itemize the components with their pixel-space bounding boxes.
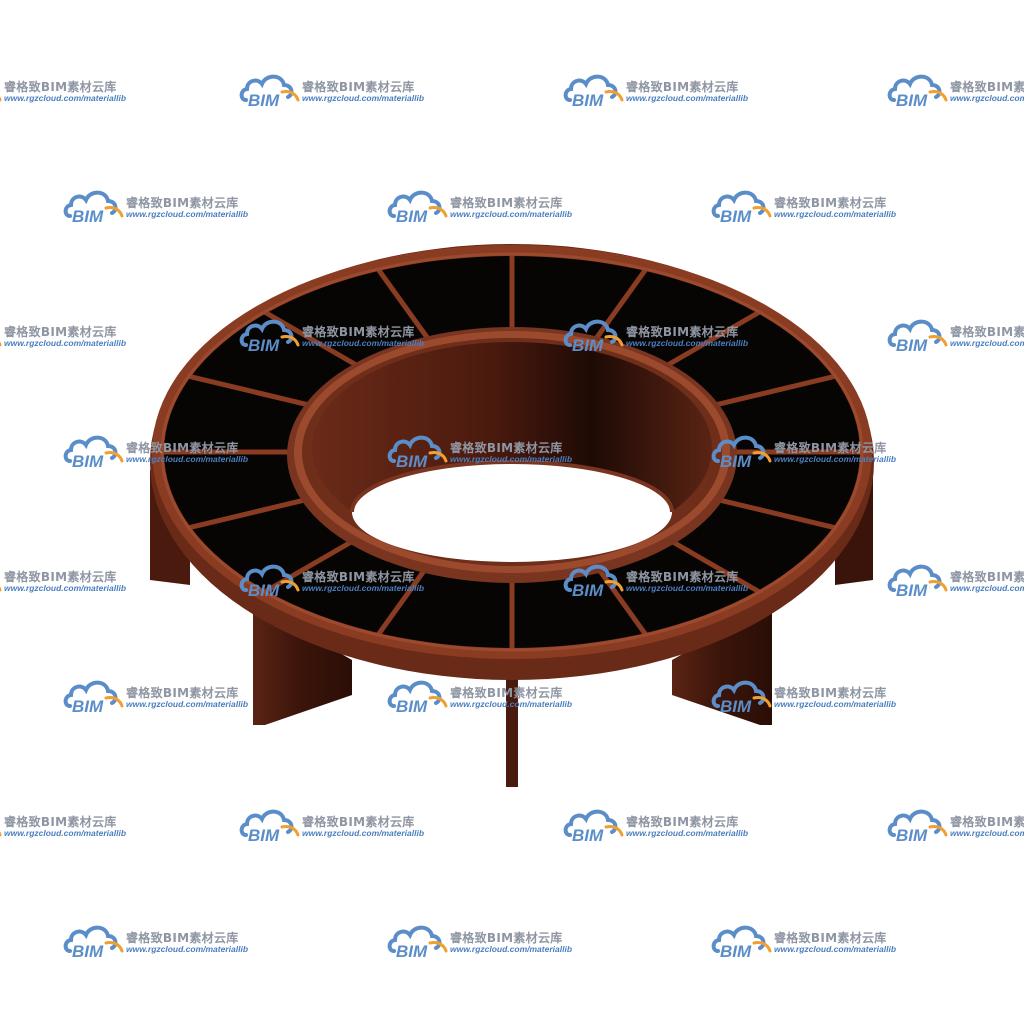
radial-beam	[376, 267, 432, 343]
radial-beam	[376, 561, 432, 637]
radial-beam	[188, 495, 314, 531]
radial-beam	[188, 373, 314, 409]
ring-platform	[150, 244, 874, 680]
radial-beam	[662, 309, 761, 370]
radial-beam	[710, 495, 836, 531]
radial-beam	[662, 534, 761, 595]
radial-beam	[710, 373, 836, 409]
leg-front-left	[253, 610, 352, 725]
center-opening	[352, 462, 672, 562]
leg-front-center	[506, 650, 518, 787]
